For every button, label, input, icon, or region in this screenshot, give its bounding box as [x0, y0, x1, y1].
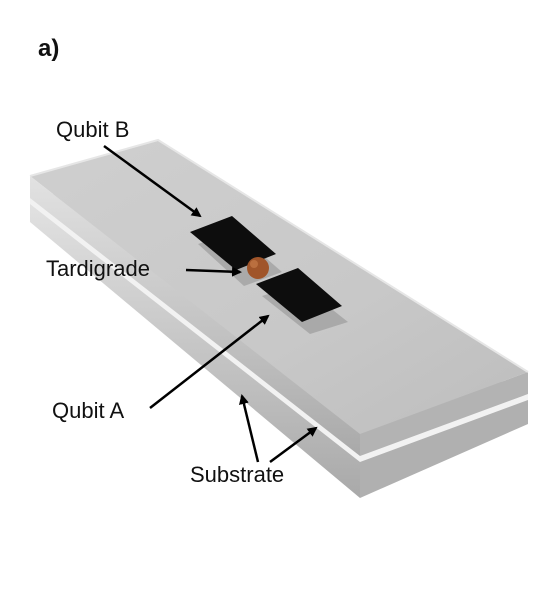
arrow-qubit-b [103, 144, 202, 218]
substrate-lower-front [30, 200, 360, 498]
panel-label: a) [38, 35, 59, 62]
substrate-top-highlight [29, 138, 529, 373]
arrow-qubit-a [149, 314, 270, 409]
label-qubit-a: Qubit A [52, 398, 124, 423]
substrate-upper-front [30, 176, 360, 456]
arrow-tardigrade [185, 266, 242, 277]
annotation-arrows [103, 144, 318, 464]
tardigrade-dot [247, 257, 269, 279]
label-qubit-b: Qubit B [56, 117, 129, 142]
substrate-lower-side [360, 398, 528, 498]
arrow-substrate-upper [269, 426, 318, 464]
qubit-a-pad [256, 268, 342, 322]
label-tardigrade: Tardigrade [46, 256, 150, 281]
substrate-upper-side [360, 372, 528, 456]
arrow-substrate-lower [239, 394, 260, 463]
label-substrate: Substrate [190, 462, 284, 487]
substrate [29, 138, 529, 498]
tardigrade-highlight [250, 260, 258, 268]
qubit-b-pad [190, 216, 276, 270]
